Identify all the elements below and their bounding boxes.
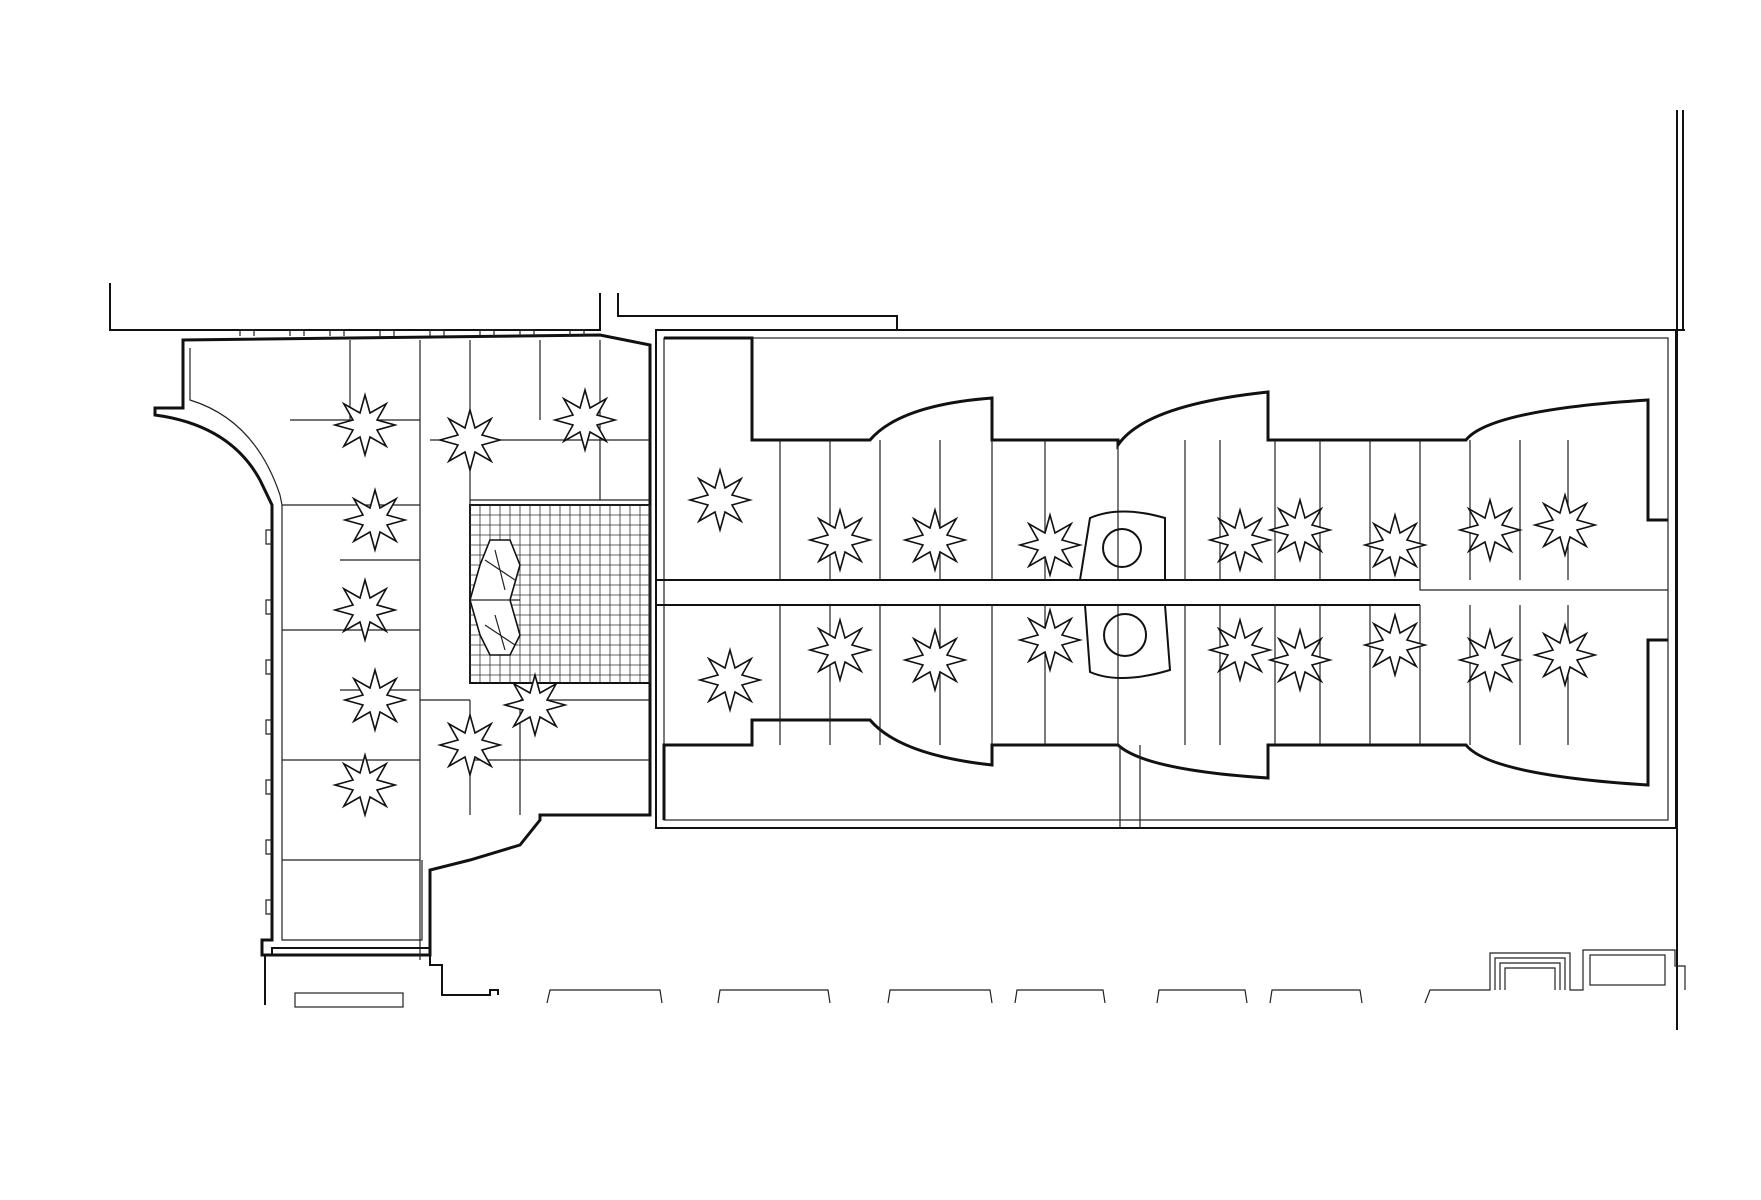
hallway-node [1532,492,1598,558]
hallway-node [437,407,503,473]
hallway-node [902,627,968,693]
hallway-node [502,672,568,738]
hallway-node [332,392,398,458]
hallway-node [1207,507,1273,573]
hallway-node [1362,612,1428,678]
hallway-node [437,712,503,778]
hallway-node [687,467,753,533]
atrium [469,504,651,684]
circulation-nodes [332,387,1598,818]
site-boundary [109,110,1685,1030]
hallway-node [1532,622,1598,688]
hallway-node [1267,497,1333,563]
new-building-outline [655,329,1677,829]
hallway-node [552,387,618,453]
hallway-node [332,577,398,643]
hallway-node [342,487,408,553]
hallway-node [902,507,968,573]
hallway-node [1267,627,1333,693]
hallway-node [1457,627,1523,693]
hallway-node [1362,512,1428,578]
hallway-node [332,752,398,818]
hallway-node [1207,617,1273,683]
hallway-node [342,667,408,733]
hallway-node [1457,497,1523,563]
hallway-node [1017,512,1083,578]
hallway-node [697,647,763,713]
street-frontage [264,947,1686,1008]
hallway-node [807,617,873,683]
hallway-node [1017,607,1083,673]
left-wing-outline [153,329,652,960]
hallway-node [807,507,873,573]
